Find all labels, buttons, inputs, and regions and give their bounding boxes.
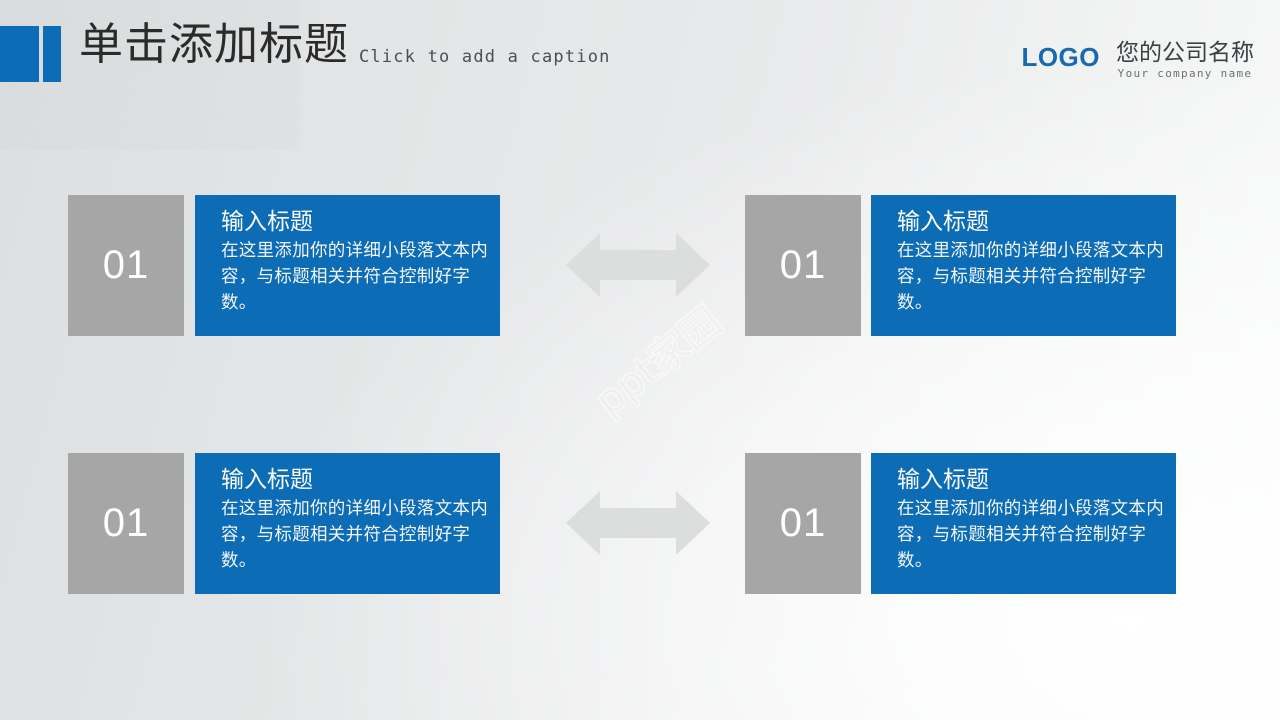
block-body: 在这里添加你的详细小段落文本内容，与标题相关并符合控制好字数。	[897, 498, 1164, 570]
page-caption[interactable]: Click to add a caption	[359, 47, 611, 67]
block-body: 在这里添加你的详细小段落文本内容，与标题相关并符合控制好字数。	[897, 240, 1164, 312]
block-number: 01	[102, 501, 150, 545]
double-arrow-icon	[566, 225, 710, 305]
accent-bar-large	[0, 26, 39, 82]
title-accent-bars	[0, 26, 61, 82]
company-name-cn[interactable]: 您的公司名称	[1116, 39, 1254, 65]
brand-block: LOGO 您的公司名称 Your company name	[1021, 38, 1254, 82]
watermark: ppt家园 ppt家园	[556, 300, 766, 430]
watermark-text: ppt家园	[587, 300, 731, 425]
block-heading: 输入标题	[897, 466, 989, 492]
block-text-box[interactable]: 输入标题 在这里添加你的详细小段落文本内容，与标题相关并符合控制好字数。	[195, 453, 500, 594]
content-block[interactable]: 01 输入标题 在这里添加你的详细小段落文本内容，与标题相关并符合控制好字数。	[745, 195, 1176, 336]
company-names: 您的公司名称 Your company name	[1116, 38, 1254, 82]
block-number-box: 01	[745, 195, 861, 336]
block-text-box[interactable]: 输入标题 在这里添加你的详细小段落文本内容，与标题相关并符合控制好字数。	[195, 195, 500, 336]
block-body: 在这里添加你的详细小段落文本内容，与标题相关并符合控制好字数。	[221, 240, 488, 312]
content-block[interactable]: 01 输入标题 在这里添加你的详细小段落文本内容，与标题相关并符合控制好字数。	[68, 453, 500, 594]
block-number-box: 01	[68, 195, 184, 336]
block-heading: 输入标题	[221, 466, 313, 492]
company-name-en[interactable]: Your company name	[1117, 67, 1253, 80]
svg-text:ppt家园: ppt家园	[587, 300, 731, 425]
block-number-box: 01	[68, 453, 184, 594]
block-heading: 输入标题	[221, 208, 313, 234]
slide-header: 单击添加标题 Click to add a caption	[79, 16, 611, 74]
block-body: 在这里添加你的详细小段落文本内容，与标题相关并符合控制好字数。	[221, 498, 488, 570]
logo-text[interactable]: LOGO	[1021, 42, 1100, 72]
double-arrow-icon	[566, 483, 710, 563]
block-number-box: 01	[745, 453, 861, 594]
block-number: 01	[779, 501, 827, 545]
block-text-box[interactable]: 输入标题 在这里添加你的详细小段落文本内容，与标题相关并符合控制好字数。	[871, 195, 1176, 336]
content-block[interactable]: 01 输入标题 在这里添加你的详细小段落文本内容，与标题相关并符合控制好字数。	[745, 453, 1176, 594]
accent-bar-small	[43, 26, 61, 82]
page-title[interactable]: 单击添加标题	[79, 20, 349, 69]
block-number: 01	[102, 243, 150, 287]
block-number: 01	[779, 243, 827, 287]
block-text-box[interactable]: 输入标题 在这里添加你的详细小段落文本内容，与标题相关并符合控制好字数。	[871, 453, 1176, 594]
block-heading: 输入标题	[897, 208, 989, 234]
content-block[interactable]: 01 输入标题 在这里添加你的详细小段落文本内容，与标题相关并符合控制好字数。	[68, 195, 500, 336]
